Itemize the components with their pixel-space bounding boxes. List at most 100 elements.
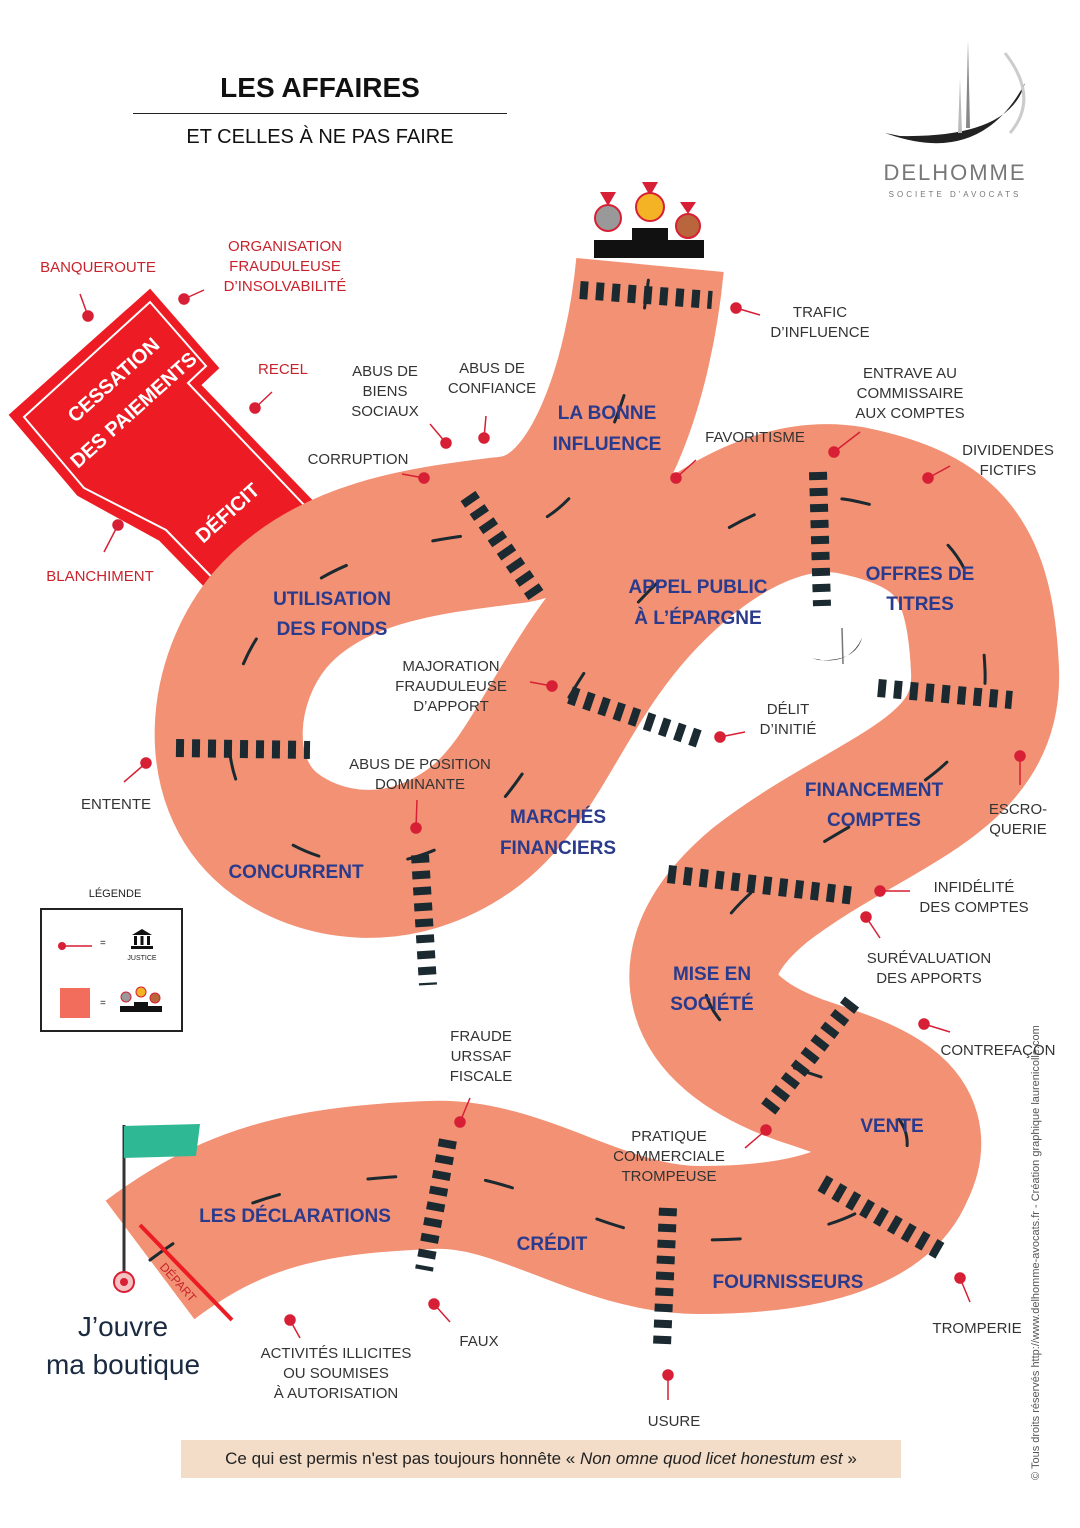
offence-infidelite-2: DES COMPTES — [919, 899, 1028, 916]
stage-appel-1: APPEL PUBLIC — [628, 577, 767, 598]
stage-utilisation-1: UTILISATION — [273, 589, 391, 610]
offence-entente: ENTENTE — [81, 796, 151, 813]
stage-financement-1: FINANCEMENT — [805, 780, 944, 801]
road — [105, 257, 1060, 1346]
motto-banner: Ce qui est permis n'est pas toujours hon… — [181, 1440, 901, 1478]
offence-infidelite-1: INFIDÉLITÉ — [934, 879, 1015, 896]
legend-equals-1: = — [100, 938, 106, 949]
stage-offres-1: OFFRES DE — [866, 564, 975, 585]
offence-trafic-1: TRAFIC — [793, 304, 847, 321]
stage-marches-2: FINANCIERS — [500, 838, 616, 859]
pin-icon — [744, 1124, 772, 1149]
offence-org-3: D’INSOLVABILITÉ — [224, 278, 347, 295]
brand-tagline: SOCIETE D'AVOCATS — [888, 190, 1022, 199]
offence-pratique-2: COMMERCIALE — [613, 1148, 725, 1165]
offence-surevaluation-1: SURÉVALUATION — [867, 950, 991, 967]
pin-icon — [249, 391, 273, 414]
stage-appel-2: À L’ÉPARGNE — [634, 607, 761, 629]
offence-abus-pos-2: DOMINANTE — [375, 776, 465, 793]
offence-org-1: ORGANISATION — [228, 238, 342, 255]
stage-offres-2: TITRES — [886, 594, 954, 615]
offence-pratique-1: PRATIQUE — [631, 1128, 707, 1145]
offence-abus-conf-2: CONFIANCE — [448, 380, 536, 397]
page-subtitle: ET CELLES À NE PAS FAIRE — [186, 126, 454, 148]
offence-abus-biens-3: SOCIAUX — [351, 403, 419, 420]
offence-faux: FAUX — [459, 1333, 498, 1350]
crossing — [579, 281, 713, 309]
start-caption: J’ouvre ma boutique — [28, 1308, 218, 1384]
pin-icon — [401, 472, 430, 484]
legend-title: LÉGENDE — [88, 888, 142, 900]
pin-icon — [178, 289, 205, 305]
offence-recel: RECEL — [258, 361, 308, 378]
pin-icon — [1014, 750, 1026, 785]
pin-icon — [828, 431, 861, 458]
stage-vente: VENTE — [860, 1116, 923, 1137]
offence-corruption: CORRUPTION — [308, 451, 409, 468]
pin-icon — [918, 1018, 951, 1033]
pin-icon — [478, 415, 490, 444]
crossing — [415, 1138, 457, 1272]
offence-majoration-1: MAJORATION — [402, 658, 499, 675]
stage-financement-2: COMPTES — [827, 810, 921, 831]
motto-prefix: Ce qui est permis n'est pas toujours hon… — [225, 1449, 580, 1468]
offence-org-2: FRAUDULEUSE — [229, 258, 341, 275]
page-title: LES AFFAIRES — [220, 72, 420, 103]
pin-icon — [410, 799, 422, 834]
crossing — [411, 854, 437, 986]
delhomme-logo-icon — [885, 40, 1026, 144]
motto-latin: Non omne quod licet honestum est — [579, 1449, 843, 1468]
stage-declarations: LES DÉCLARATIONS — [199, 1205, 391, 1227]
pin-icon — [454, 1097, 471, 1128]
crossing — [175, 739, 311, 759]
offence-trafic-2: D’INFLUENCE — [770, 324, 869, 341]
crossing — [758, 996, 860, 1118]
offence-entrave-1: ENTRAVE AU — [863, 365, 957, 382]
offence-entrave-2: COMMISSAIRE — [857, 385, 964, 402]
pin-icon — [284, 1314, 301, 1339]
offence-favoritisme: FAVORITISME — [705, 429, 805, 446]
legend: = = — [40, 908, 183, 1032]
offence-abus-biens-2: BIENS — [362, 383, 407, 400]
stage-utilisation-2: DES FONDS — [277, 619, 388, 640]
offence-blanchiment: BLANCHIMENT — [46, 568, 154, 585]
justice-icon — [131, 929, 153, 949]
stage-concurrent: CONCURRENT — [228, 862, 364, 883]
pin-icon — [79, 293, 94, 322]
offence-banqueroute: BANQUEROUTE — [40, 259, 156, 276]
offence-escroquerie-1: ESCRO- — [989, 801, 1047, 818]
crossing — [460, 490, 546, 604]
pin-icon — [922, 465, 951, 484]
pin-icon — [529, 680, 558, 692]
start-line1: J’ouvre — [77, 1311, 169, 1342]
stage-influence-2: INFLUENCE — [553, 434, 662, 455]
pin-icon — [670, 459, 697, 484]
pin-icon — [714, 731, 746, 743]
offence-tromperie: TROMPERIE — [932, 1320, 1021, 1337]
crossing — [653, 1207, 677, 1346]
offence-usure: USURE — [648, 1413, 701, 1430]
pin-icon — [954, 1272, 971, 1303]
offence-activites-3: À AUTORISATION — [274, 1385, 398, 1402]
stage-mise-1: MISE EN — [673, 964, 751, 985]
offence-majoration-2: FRAUDULEUSE — [395, 678, 507, 695]
stage-marches-1: MARCHÉS — [510, 806, 606, 828]
pin-icon — [428, 1298, 451, 1323]
offence-fraude-3: FISCALE — [450, 1068, 513, 1085]
offence-entrave-3: AUX COMPTES — [855, 405, 964, 422]
pin-icon — [123, 757, 152, 783]
motto-suffix: » — [842, 1449, 857, 1468]
offence-contrefacon: CONTREFAÇON — [940, 1042, 1055, 1059]
stage-mise-2: SOCIÉTÉ — [670, 993, 753, 1015]
crossing — [567, 686, 705, 749]
stage-credit: CRÉDIT — [517, 1233, 588, 1255]
pin-icon — [730, 302, 761, 316]
offence-surevaluation-2: DES APPORTS — [876, 970, 982, 987]
stage-influence-1: LA BONNE — [558, 403, 657, 424]
start-line2: ma boutique — [45, 1349, 201, 1380]
start-flag-icon — [113, 1124, 200, 1293]
crossing — [877, 679, 1013, 709]
offence-fraude-2: URSSAF — [451, 1048, 512, 1065]
pin-icon — [662, 1369, 674, 1400]
